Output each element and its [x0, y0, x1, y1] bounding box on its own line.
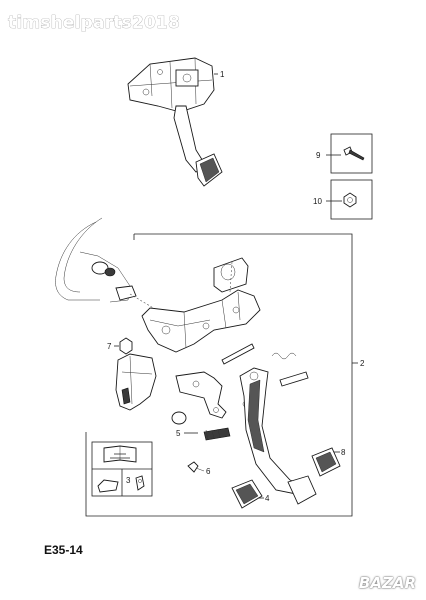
diagram-code: E35-14	[44, 543, 83, 557]
callout-10: 10	[313, 197, 322, 206]
brand-watermark: BAZAR	[358, 574, 416, 592]
return-springs	[221, 343, 309, 408]
watermark-text: timshelparts2018	[8, 13, 180, 33]
callout-6: 6	[206, 467, 211, 476]
group-frame	[85, 233, 353, 517]
callout-3: 3	[126, 476, 131, 485]
pedal-pad-4	[231, 479, 264, 509]
callout-9: 9	[316, 151, 321, 160]
tool-icon	[97, 479, 119, 493]
reference-box	[91, 441, 153, 497]
pedal-box-assembly	[127, 57, 223, 187]
bushing-7	[114, 337, 133, 355]
callout-7: 7	[107, 342, 112, 351]
pedal-arm-4	[239, 367, 317, 505]
nut-box	[326, 179, 373, 220]
callout-8: 8	[341, 448, 346, 457]
bulkhead-outline	[55, 217, 171, 319]
callout-5: 5	[176, 429, 181, 438]
mounting-plate	[175, 371, 227, 419]
callout-2: 2	[360, 359, 365, 368]
callout-4: 4	[265, 494, 270, 503]
pedal-bracket	[141, 257, 261, 353]
screw-6	[187, 461, 205, 473]
cover-bracket	[115, 353, 157, 411]
wrench-icon	[110, 453, 130, 459]
switch-5	[171, 411, 231, 441]
bolt-box	[326, 133, 373, 174]
pedal-pad-8	[311, 447, 341, 477]
callout-1: 1	[220, 70, 225, 79]
